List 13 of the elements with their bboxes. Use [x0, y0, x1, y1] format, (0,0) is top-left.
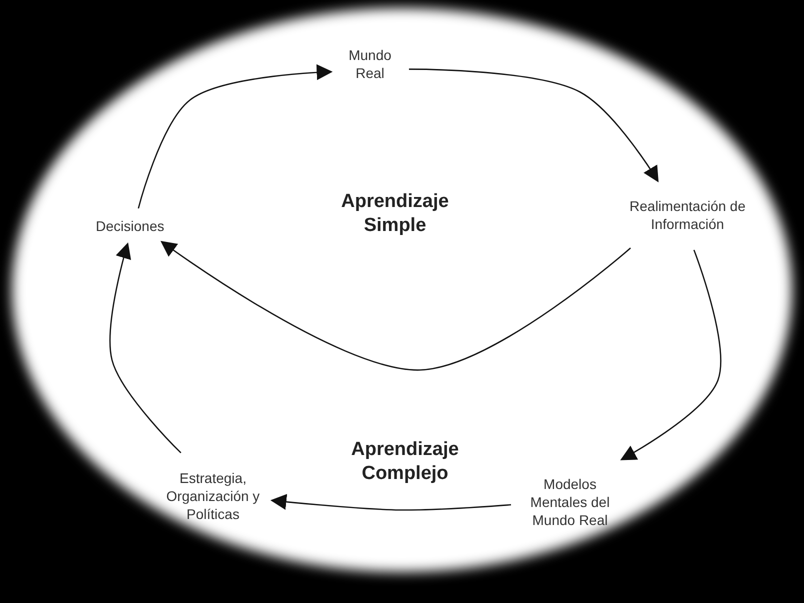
node-label: Estrategia, Organización y Políticas [158, 456, 268, 536]
arrow [270, 494, 512, 511]
arrow [109, 242, 182, 454]
arrow [620, 250, 722, 460]
node-label: Mundo Real [335, 38, 405, 90]
section-heading: Aprendizaje Simple [340, 190, 450, 238]
arrow [160, 240, 631, 371]
section-heading: Aprendizaje Complejo [350, 438, 460, 486]
node-label: Decisiones [68, 212, 192, 240]
node-label: Modelos Mentales del Mundo Real [515, 462, 625, 542]
node-label: Realimentación de Información [620, 184, 755, 246]
arrow [138, 64, 333, 209]
arrow [408, 68, 659, 182]
